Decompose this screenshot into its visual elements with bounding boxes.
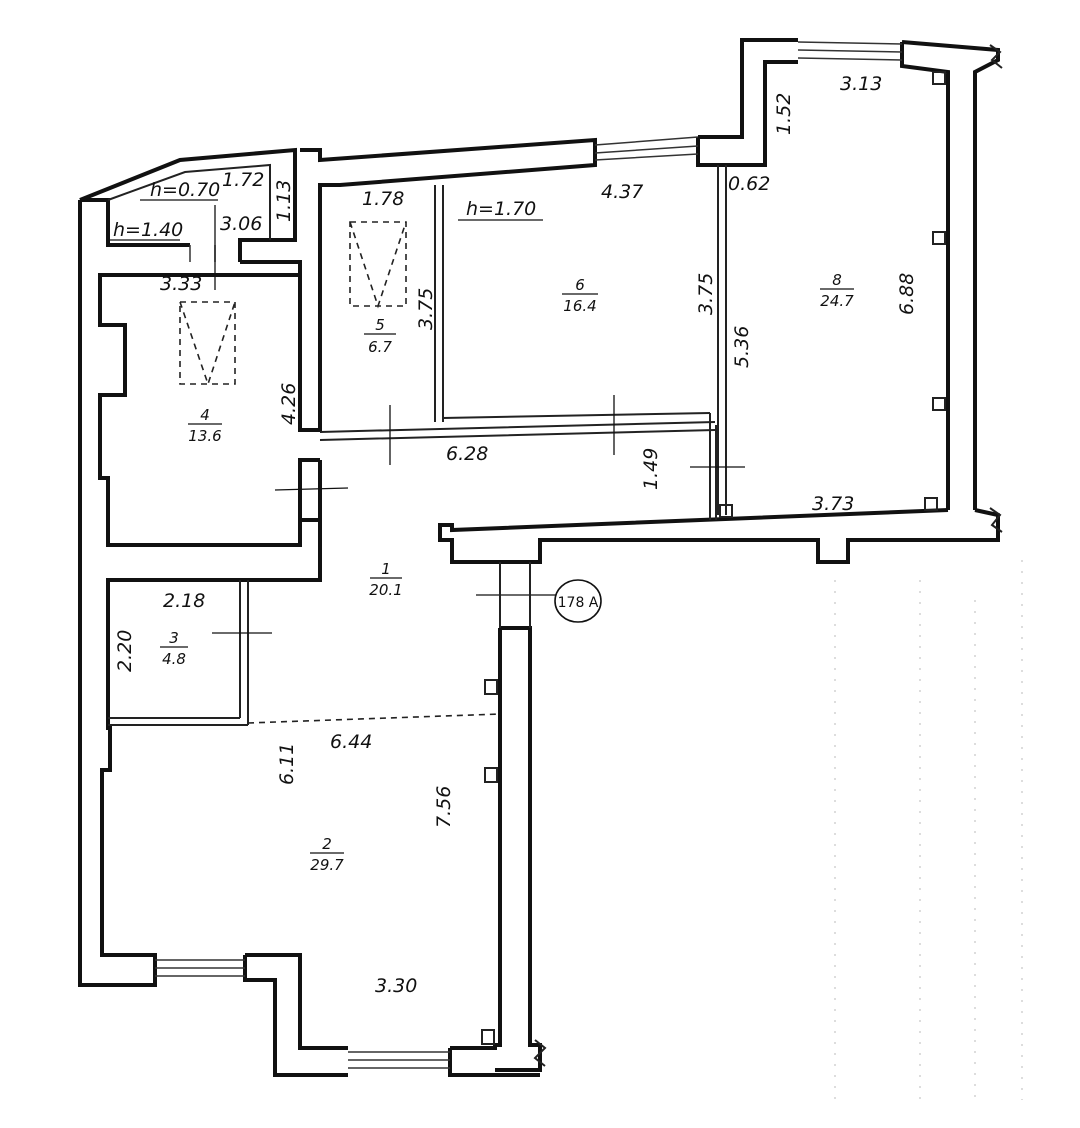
partitions: [108, 165, 727, 726]
vent-shaft-icon: [179, 301, 236, 387]
room-label-4: 4 13.6: [188, 406, 222, 445]
dimension-label: 3.75: [415, 288, 437, 330]
room-label-2: 2 29.7: [310, 835, 344, 874]
room-area: 6.7: [368, 338, 392, 356]
room-number: 5: [375, 316, 385, 334]
height-labels: h=0.70 h=1.40 h=1.70: [110, 179, 543, 241]
height-label: h=1.70: [466, 198, 536, 220]
dimension-label: 3.30: [375, 975, 417, 997]
pilasters: [481, 71, 946, 1045]
room-number: 1: [381, 560, 391, 578]
room-number: 3: [169, 629, 179, 647]
break-lines: [533, 44, 1003, 1067]
dimension-label: 2.18: [163, 590, 205, 612]
building-tag-label: 178 A: [558, 595, 599, 611]
dimension-label: 1.49: [640, 448, 662, 490]
room-area: 4.8: [162, 650, 186, 668]
dimension-labels: 1.72 1.13 3.06 3.33 4.26 1.78 3.75 4.37 …: [114, 73, 918, 997]
dimension-label: 3.13: [840, 73, 882, 95]
dimension-label: 1.78: [362, 188, 404, 210]
dimension-label: 3.73: [812, 493, 854, 515]
scan-marks: [834, 560, 1023, 1100]
dimension-label: 5.36: [731, 326, 753, 368]
dimension-label: 1.72: [222, 169, 264, 191]
room-number: 6: [575, 276, 585, 294]
dimension-label: 3.33: [160, 273, 202, 295]
room-number: 4: [200, 406, 210, 424]
room-area: 16.4: [563, 297, 596, 315]
dimension-label: 0.62: [728, 173, 770, 195]
exterior-walls: [78, 38, 1000, 1077]
room-label-8: 8 24.7: [820, 271, 854, 310]
building-tag: 178 A: [554, 579, 602, 623]
dimension-label: 6.11: [276, 743, 298, 785]
room-number: 8: [832, 271, 842, 289]
dimension-label: 1.52: [773, 93, 795, 135]
dimension-label: 4.37: [601, 181, 643, 203]
room-label-1: 1 20.1: [369, 560, 402, 599]
dimension-label: 6.28: [446, 443, 488, 465]
room-area: 13.6: [188, 427, 221, 445]
room-area: 29.7: [310, 856, 344, 874]
dimension-label: 3.06: [220, 213, 262, 235]
room-area: 24.7: [820, 292, 854, 310]
height-label: h=0.70: [150, 179, 220, 201]
height-label: h=1.40: [113, 219, 183, 241]
room-label-3: 3 4.8: [160, 629, 188, 668]
dimension-label: 6.88: [896, 273, 918, 315]
dimension-label: 4.26: [278, 383, 300, 425]
vent-shaft-icon: [349, 221, 407, 309]
dimension-label: 3.75: [695, 273, 717, 315]
dimension-label: 2.20: [114, 630, 136, 672]
room-area: 20.1: [369, 581, 402, 599]
room-label-5: 5 6.7: [364, 316, 396, 356]
dimension-label: 1.13: [273, 180, 295, 222]
entrance: [499, 562, 531, 628]
dimension-label: 6.44: [330, 731, 372, 753]
dimension-label: 7.56: [433, 786, 455, 828]
windows: [155, 41, 903, 1069]
room-number: 2: [322, 835, 332, 853]
door-marks: [212, 205, 745, 634]
room-label-6: 6 16.4: [562, 276, 598, 315]
